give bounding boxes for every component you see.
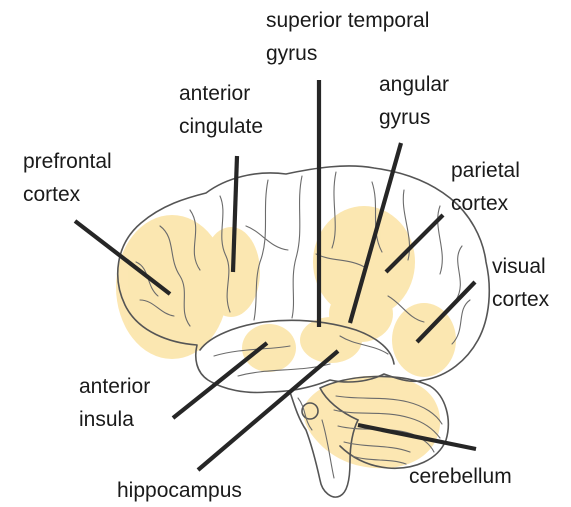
label-superior-temporal-gyrus: superior temporal gyrus [266,9,435,65]
label-line: cingulate [179,115,263,138]
label-line: insula [79,408,134,431]
label-line: visual [492,255,546,278]
label-prefrontal-cortex: prefrontal cortex [23,150,118,206]
anterior-cingulate-region [202,227,260,317]
label-angular-gyrus: angular gyrus [379,73,455,129]
label-line: anterior [179,82,250,105]
label-line: cerebellum [409,465,512,488]
label-cerebellum: cerebellum [409,465,512,488]
label-anterior-cingulate: anterior cingulate [179,82,263,138]
label-line: angular [379,73,449,96]
label-visual-cortex: visual cortex [492,255,552,311]
label-line: anterior [79,375,150,398]
label-hippocampus: hippocampus [117,479,242,502]
highlight-regions [116,206,456,468]
label-line: gyrus [379,106,430,129]
label-line: prefrontal [23,150,112,173]
label-line: cortex [23,183,81,206]
label-line: hippocampus [117,479,242,502]
label-line: parietal [451,159,520,182]
label-anterior-insula: anterior insula [79,375,156,431]
labels: superior temporal gyrus anterior cingula… [23,9,552,502]
label-line: cortex [451,192,509,215]
label-line: superior temporal [266,9,429,32]
label-line: cortex [492,288,550,311]
label-line: gyrus [266,42,317,65]
label-parietal-cortex: parietal cortex [451,159,526,215]
